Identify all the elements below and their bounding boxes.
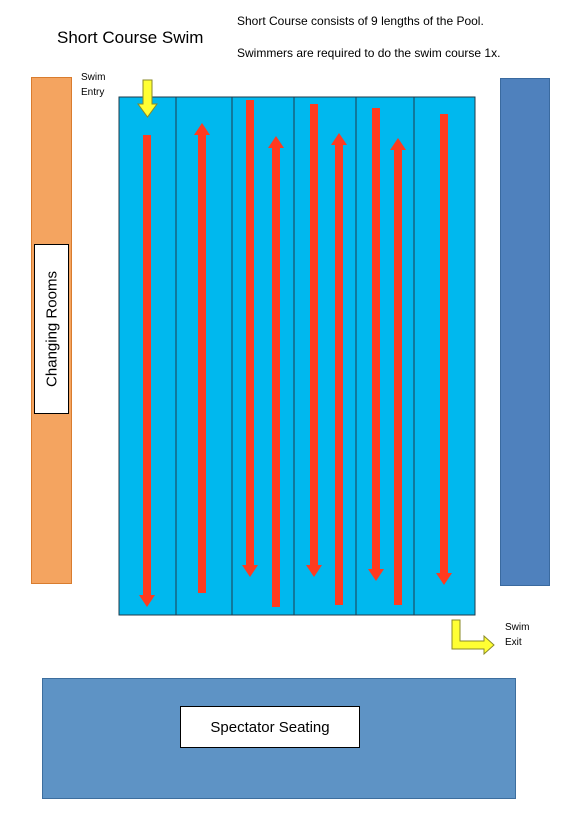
course-repeat-note: Swimmers are required to do the swim cou… [237, 46, 501, 60]
swim-direction-arrow-up-icon [390, 138, 406, 605]
swim-direction-arrow-down-icon [306, 104, 322, 577]
swim-exit-arrow-icon [451, 619, 495, 656]
swim-direction-arrow-down-icon [139, 135, 155, 607]
spectator-seating-area: Spectator Seating [42, 678, 516, 799]
swim-entry-arrow-icon [137, 79, 158, 118]
spectator-seating-label-box: Spectator Seating [180, 706, 360, 748]
swim-entry-label: Swim Entry [81, 72, 106, 98]
swim-direction-arrow-up-icon [268, 136, 284, 607]
swim-direction-arrow-up-icon [331, 133, 347, 605]
swim-direction-arrow-up-icon [194, 123, 210, 593]
swim-direction-arrow-down-icon [436, 114, 452, 585]
swim-exit-label: Swim Exit [505, 622, 530, 648]
swim-direction-arrow-down-icon [368, 108, 384, 581]
right-side-area [500, 78, 550, 586]
course-length-note: Short Course consists of 9 lengths of th… [237, 14, 484, 28]
changing-rooms-label-box: Changing Rooms [34, 244, 69, 414]
changing-rooms-area: Changing Rooms [31, 77, 72, 584]
pool [118, 96, 476, 616]
spectator-seating-label: Spectator Seating [210, 718, 330, 736]
swim-direction-arrow-down-icon [242, 100, 258, 577]
diagram-title: Short Course Swim [57, 28, 204, 47]
